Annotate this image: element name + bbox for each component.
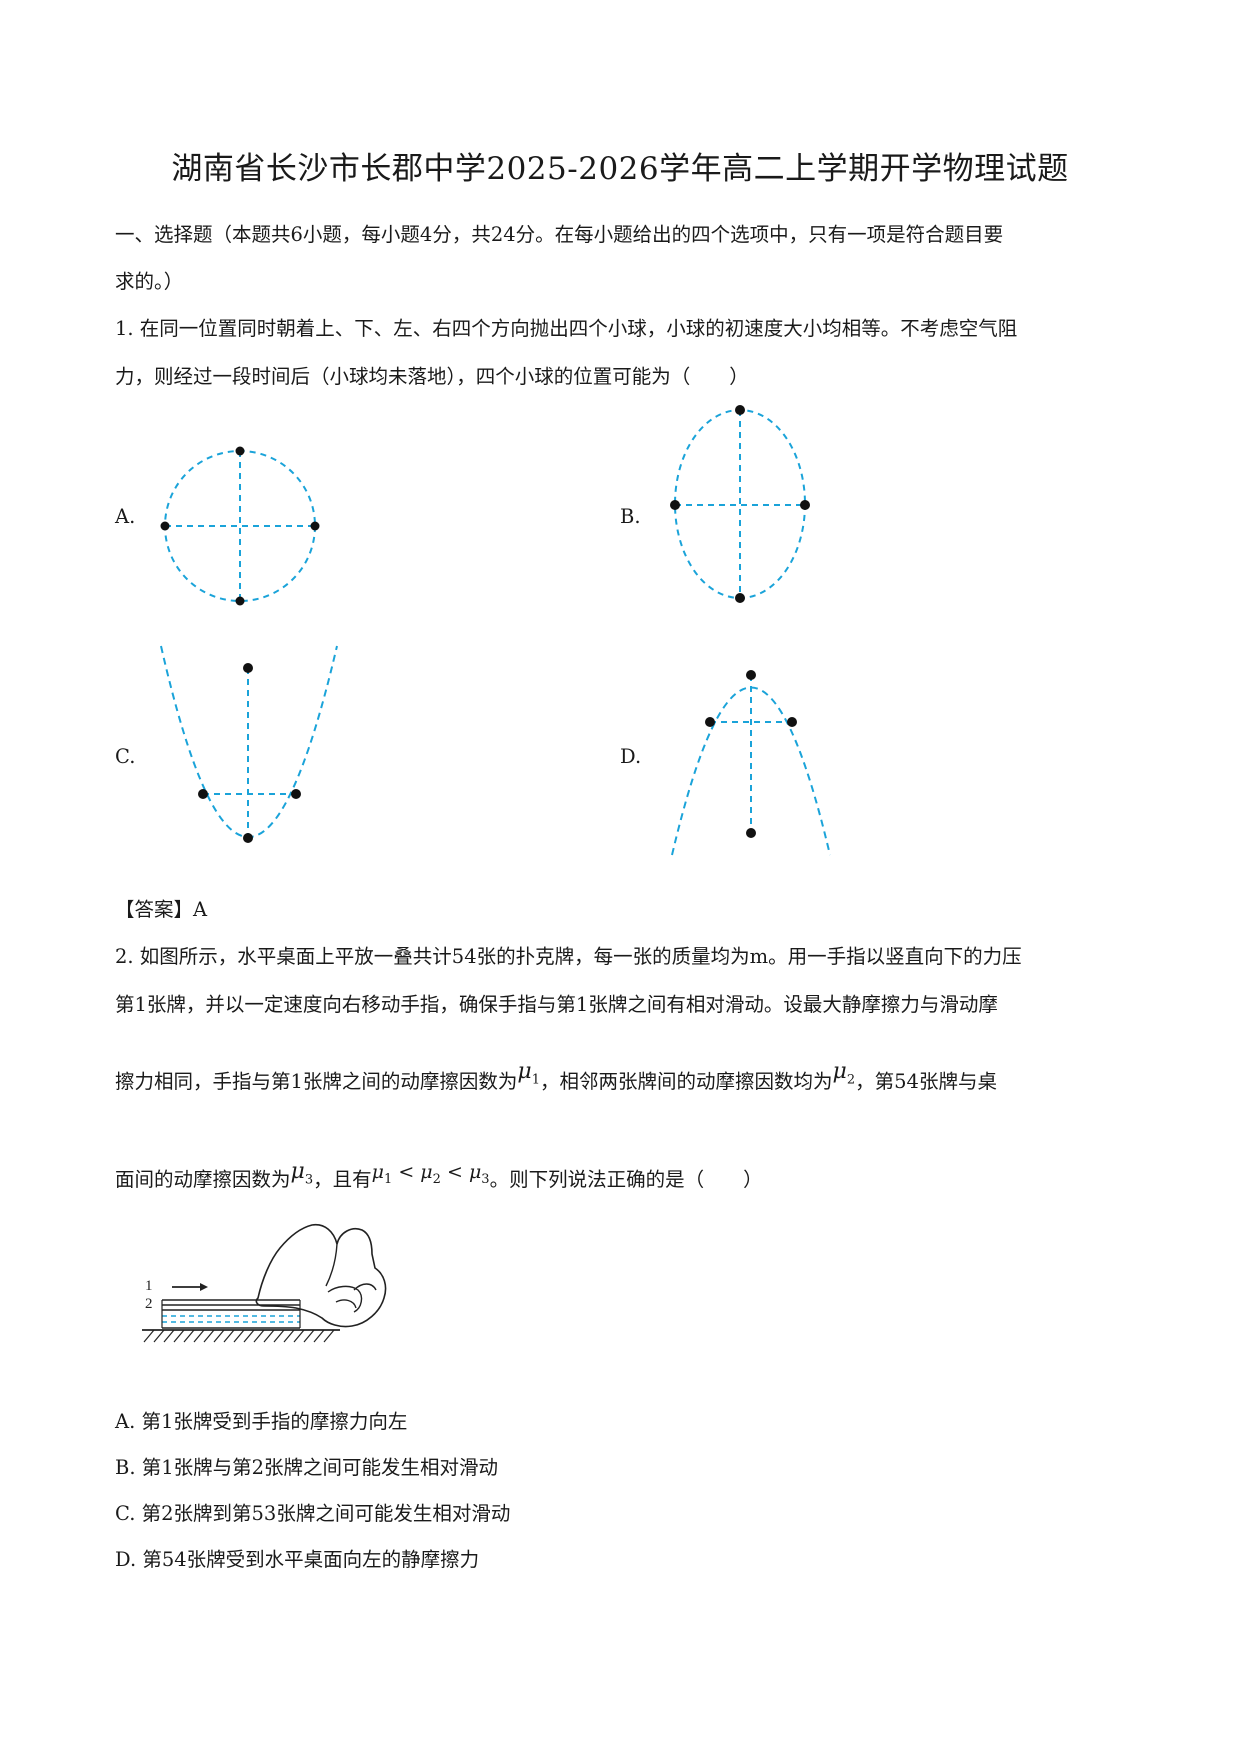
- ball-right: [787, 717, 797, 727]
- dashed-parabola: [160, 645, 338, 838]
- ball-top: [243, 663, 253, 673]
- q1-stem-line1: 1. 在同一位置同时朝着上、下、左、右四个方向抛出四个小球，小球的初速度大小均相…: [115, 317, 1018, 340]
- q1-stem-line2: 力，则经过一段时间后（小球均未落地），四个小球的位置可能为（ ）: [115, 365, 749, 388]
- q1-option-b-figure: [670, 405, 810, 603]
- arrow-right-icon: [200, 1283, 208, 1291]
- mu-glyph: μ: [290, 1159, 305, 1184]
- q2-figure-card-stack: 1 2: [142, 1223, 387, 1343]
- ball-top: [735, 405, 745, 415]
- ball-left: [705, 717, 715, 727]
- q2-line3-part-b: ，相邻两张牌间的动摩擦因数均为: [540, 1070, 833, 1093]
- finger-curl-2: [335, 1299, 357, 1309]
- q2-option-a: A. 第1张牌受到手指的摩擦力向左: [115, 1410, 408, 1433]
- card-label-2: 2: [145, 1296, 153, 1312]
- q1-option-a-label: A.: [115, 505, 136, 528]
- card-label-1: 1: [145, 1278, 153, 1294]
- ball-right: [310, 521, 320, 531]
- q2-stem-line1: 2. 如图所示，水平桌面上平放一叠共计54张的扑克牌，每一张的质量均为m。用一手…: [115, 945, 1022, 968]
- q2-line4-part-c: 。则下列说法正确的是（ ）: [489, 1168, 763, 1191]
- q1-answer: 【答案】A: [115, 898, 208, 921]
- mu-glyph: μ: [371, 1161, 384, 1183]
- mu-subscript: 1: [531, 1072, 541, 1088]
- q2-option-c: C. 第2张牌到第53张牌之间可能发生相对滑动: [115, 1502, 511, 1525]
- mu-glyph: μ: [420, 1161, 433, 1183]
- ball-top: [235, 446, 245, 456]
- q1-option-c-label: C.: [115, 745, 136, 768]
- q2-option-d: D. 第54张牌受到水平桌面向左的静摩擦力: [115, 1548, 480, 1571]
- q1-option-d-figure: [671, 670, 831, 856]
- ball-left: [160, 521, 170, 531]
- finger-curl-3: [353, 1283, 377, 1291]
- mu-glyph: μ: [517, 1059, 532, 1084]
- q2-line3-part-a: 擦力相同，手指与第1张牌之间的动摩擦因数为: [115, 1070, 518, 1093]
- q1-option-b-label: B.: [620, 505, 641, 528]
- mu-subscript: 3: [304, 1172, 314, 1188]
- q2-stem-line3: 擦力相同，手指与第1张牌之间的动摩擦因数为μ1，相邻两张牌间的动摩擦因数均为μ2…: [115, 1059, 997, 1097]
- less-than: <: [446, 1161, 463, 1183]
- q2-stem-line2: 第1张牌，并以一定速度向右移动手指，确保手指与第1张牌之间有相对滑动。设最大静摩…: [115, 993, 998, 1016]
- section-heading-line2: 求的。）: [115, 270, 184, 293]
- finger-curl-1: [327, 1285, 363, 1313]
- mu-glyph: μ: [832, 1059, 847, 1084]
- mu1-symbol: μ1: [517, 1059, 541, 1088]
- table-hatching: [143, 1329, 335, 1343]
- mu-inequality: μ1 < μ2 < μ3: [371, 1161, 490, 1187]
- ball-bottom: [243, 833, 253, 843]
- q2-line4-part-a: 面间的动摩擦因数为: [115, 1168, 291, 1191]
- less-than: <: [398, 1161, 415, 1183]
- q1-option-d-label: D.: [620, 745, 642, 768]
- mu3-symbol: μ3: [290, 1159, 314, 1188]
- q2-line4-part-b: ，且有: [313, 1168, 372, 1191]
- ball-right: [800, 500, 810, 510]
- finger-crease-1: [325, 1243, 338, 1287]
- ball-bottom: [746, 828, 756, 838]
- q2-stem-line4: 面间的动摩擦因数为μ3，且有μ1 < μ2 < μ3。则下列说法正确的是（ ）: [115, 1159, 763, 1195]
- q2-line3-part-c: ，第54张牌与桌: [855, 1070, 997, 1093]
- mu-subscript: 3: [481, 1171, 490, 1187]
- ball-left: [198, 789, 208, 799]
- page-title: 湖南省长沙市长郡中学2025-2026学年高二上学期开学物理试题: [171, 151, 1069, 187]
- q1-option-a-figure: [160, 446, 320, 606]
- q1-option-c-figure: [160, 645, 338, 843]
- ball-bottom: [735, 593, 745, 603]
- ball-left: [670, 500, 680, 510]
- ball-bottom: [235, 596, 245, 606]
- ball-top: [746, 670, 756, 680]
- mu-subscript: 1: [383, 1171, 393, 1187]
- section-heading-line1: 一、选择题（本题共6小题，每小题4分，共24分。在每小题给出的四个选项中，只有一…: [115, 223, 1004, 246]
- mu2-symbol: μ2: [832, 1059, 856, 1088]
- mu-glyph: μ: [468, 1161, 482, 1183]
- mu-subscript: 2: [432, 1171, 441, 1187]
- hand-icon: [255, 1223, 387, 1328]
- ball-right: [291, 789, 301, 799]
- q2-option-b: B. 第1张牌与第2张牌之间可能发生相对滑动: [115, 1456, 499, 1479]
- mu-subscript: 2: [846, 1072, 856, 1088]
